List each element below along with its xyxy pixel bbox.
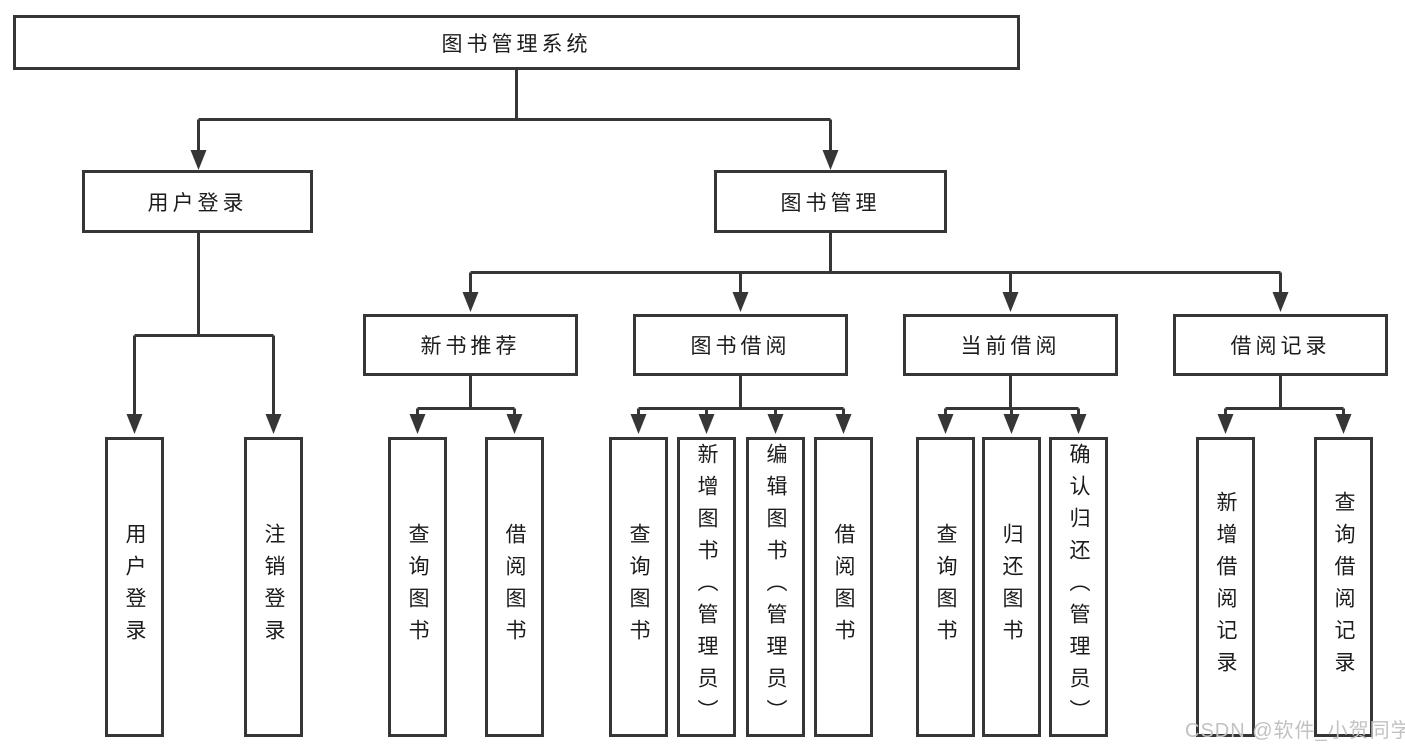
node-system-root: 图书管理系统	[13, 15, 1020, 70]
node-label: 图书借阅	[690, 335, 791, 358]
node-label: 查询图书	[627, 523, 650, 651]
node-label: 注销登录	[262, 523, 285, 651]
node-label: 用户登录	[123, 523, 146, 651]
node-book-management: 图书管理	[714, 170, 947, 233]
node-label: 图书管理系统	[441, 32, 592, 56]
node-label: 用户登录	[147, 191, 248, 215]
node-label: 查询借阅记录	[1332, 491, 1355, 683]
node-label: 借阅图书	[503, 523, 526, 651]
arrowhead-icons	[126, 150, 1352, 434]
node-label: 归还图书	[1000, 523, 1023, 651]
csdn-watermark: CSDN @软件_小贺同学	[1185, 720, 1405, 742]
connector-lines	[133, 70, 1345, 416]
node-leaf-add-borrow-record: 新增借阅记录	[1196, 437, 1255, 737]
node-label: 新书推荐	[420, 335, 521, 358]
node-leaf-query-books-borrowing: 查询图书	[609, 437, 668, 737]
node-label: 新增图书（管理员）	[695, 443, 718, 731]
node-leaf-query-books-current: 查询图书	[916, 437, 975, 737]
node-leaf-borrow-books-recommend: 借阅图书	[485, 437, 544, 737]
node-label: 编辑图书（管理员）	[764, 443, 787, 731]
node-label: 借阅记录	[1230, 335, 1331, 358]
node-leaf-edit-books-admin: 编辑图书（管理员）	[746, 437, 805, 737]
node-new-book-recommend: 新书推荐	[363, 314, 578, 376]
node-book-borrowing: 图书借阅	[633, 314, 848, 376]
node-current-borrowing: 当前借阅	[903, 314, 1118, 376]
node-leaf-return-books: 归还图书	[982, 437, 1041, 737]
node-leaf-logout: 注销登录	[244, 437, 303, 737]
node-label: 查询图书	[406, 523, 429, 651]
node-leaf-confirm-return-admin: 确认归还（管理员）	[1049, 437, 1108, 737]
node-leaf-user-login: 用户登录	[105, 437, 164, 737]
node-label: 借阅图书	[832, 523, 855, 651]
node-label: 图书管理	[780, 191, 881, 215]
node-label: 当前借阅	[960, 335, 1061, 358]
node-borrow-records: 借阅记录	[1173, 314, 1388, 376]
node-label: 新增借阅记录	[1214, 491, 1237, 683]
node-leaf-query-borrow-record: 查询借阅记录	[1314, 437, 1373, 737]
node-leaf-query-books-recommend: 查询图书	[388, 437, 447, 737]
node-user-login: 用户登录	[82, 170, 313, 233]
node-leaf-borrow-books: 借阅图书	[814, 437, 873, 737]
node-label: 确认归还（管理员）	[1067, 443, 1090, 731]
node-label: 查询图书	[934, 523, 957, 651]
node-leaf-add-books-admin: 新增图书（管理员）	[677, 437, 736, 737]
